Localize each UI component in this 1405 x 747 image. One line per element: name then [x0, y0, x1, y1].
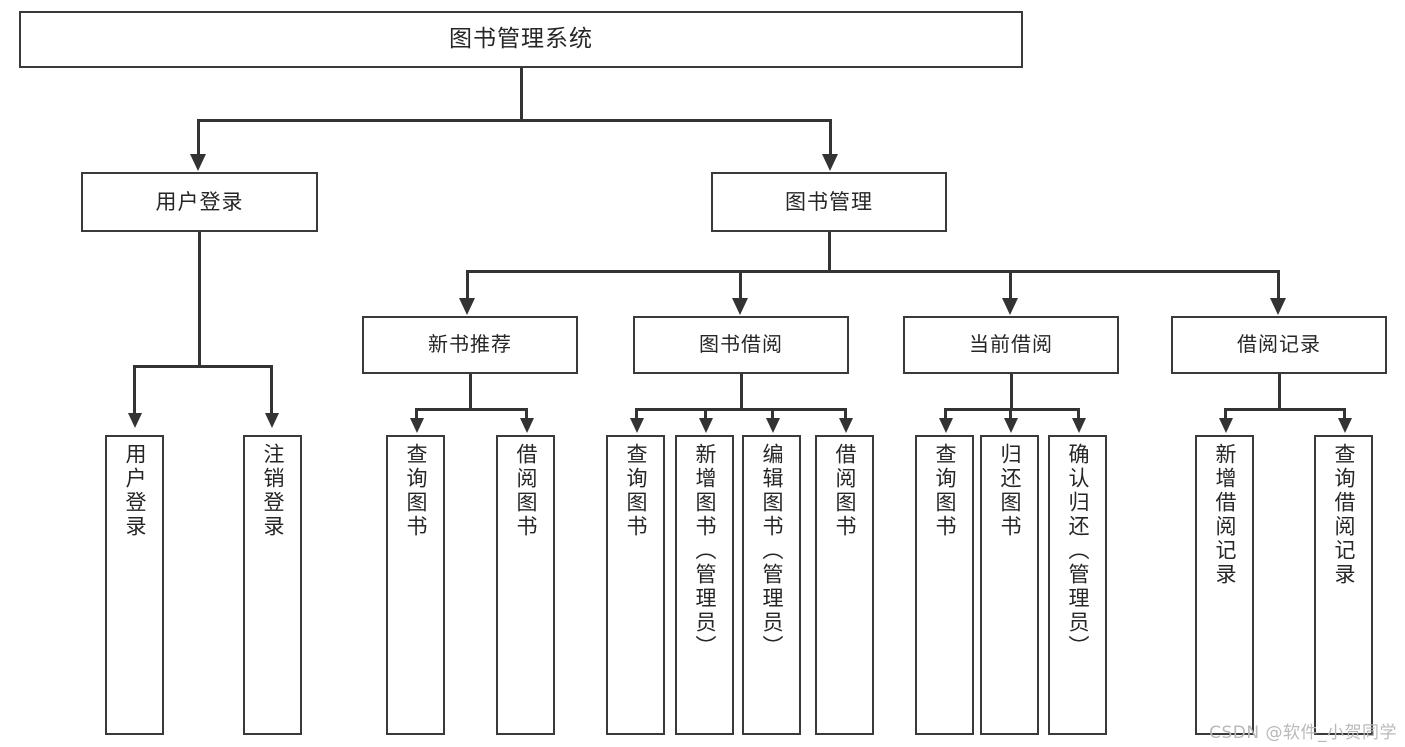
arrowhead-new-book-recommend — [459, 298, 475, 315]
node-new-book-recommend-label: 新书推荐 — [428, 332, 512, 357]
node-user-login-label: 用户登录 — [155, 189, 244, 214]
edge-user-login-drop-1 — [133, 365, 136, 415]
leaf-borrow-book-2[interactable]: 借阅图书 — [815, 435, 874, 735]
edge-br-bus — [1224, 408, 1346, 411]
arrowhead-leaf-logout — [265, 413, 279, 428]
edge-user-login-drop-2 — [270, 365, 273, 415]
arrowhead-nbr-leaf-2 — [520, 418, 534, 433]
arrowhead-book-manage — [822, 154, 838, 171]
edge-cb-drop-1 — [944, 408, 947, 420]
edge-book-manage-bus — [466, 270, 1278, 273]
leaf-add-book[interactable]: 新增图书（管理员） — [675, 435, 734, 735]
leaf-query-record-label: 查询借阅记录 — [1332, 443, 1356, 587]
leaf-query-book-1-label: 查询图书 — [404, 443, 428, 539]
node-borrow-record-label: 借阅记录 — [1237, 332, 1321, 357]
node-book-borrow[interactable]: 图书借阅 — [633, 316, 849, 374]
node-new-book-recommend[interactable]: 新书推荐 — [362, 316, 578, 374]
arrowhead-leaf-user-login — [128, 413, 142, 428]
leaf-logout[interactable]: 注销登录 — [243, 435, 302, 735]
arrowhead-br-leaf-1 — [1219, 418, 1233, 433]
arrowhead-br-leaf-2 — [1338, 418, 1352, 433]
node-book-borrow-label: 图书借阅 — [699, 332, 783, 357]
leaf-add-book-label: 新增图书（管理员） — [693, 443, 717, 659]
edge-nbr-bus — [415, 408, 528, 411]
leaf-logout-label: 注销登录 — [261, 443, 285, 539]
arrowhead-book-borrow — [732, 298, 748, 315]
leaf-query-book-2-label: 查询图书 — [624, 443, 648, 539]
node-borrow-record[interactable]: 借阅记录 — [1171, 316, 1387, 374]
leaf-confirm-return[interactable]: 确认归还（管理员） — [1048, 435, 1107, 735]
leaf-query-record[interactable]: 查询借阅记录 — [1314, 435, 1373, 735]
edge-bm-drop-2 — [739, 270, 742, 300]
watermark-text: CSDN @软件_小贺同学 — [1209, 723, 1397, 743]
leaf-query-book-3[interactable]: 查询图书 — [915, 435, 974, 735]
node-user-login[interactable]: 用户登录 — [81, 172, 318, 232]
edge-cb-drop-2 — [1009, 408, 1012, 420]
leaf-return-book-label: 归还图书 — [998, 443, 1022, 539]
leaf-borrow-book-2-label: 借阅图书 — [833, 443, 857, 539]
node-current-borrow-label: 当前借阅 — [969, 332, 1053, 357]
edge-nbr-drop-2 — [525, 408, 528, 420]
edge-bb-drop-3 — [771, 408, 774, 420]
arrowhead-current-borrow — [1002, 298, 1018, 315]
arrowhead-cb-leaf-2 — [1004, 418, 1018, 433]
edge-user-login-bus — [133, 365, 272, 368]
edge-nbr-stem — [469, 374, 472, 408]
edge-root-stem — [520, 68, 523, 119]
edge-book-manage-stem — [828, 232, 831, 270]
edge-cb-drop-3 — [1077, 408, 1080, 420]
node-book-manage-label: 图书管理 — [785, 189, 873, 214]
arrowhead-cb-leaf-3 — [1072, 418, 1086, 433]
leaf-query-book-2[interactable]: 查询图书 — [606, 435, 665, 735]
leaf-edit-book[interactable]: 编辑图书（管理员） — [742, 435, 801, 735]
edge-root-to-book-manage — [829, 119, 832, 156]
edge-bb-bus — [635, 408, 847, 411]
edge-bm-drop-1 — [466, 270, 469, 300]
arrowhead-borrow-record — [1270, 298, 1286, 315]
edge-br-drop-1 — [1224, 408, 1227, 420]
node-current-borrow[interactable]: 当前借阅 — [903, 316, 1119, 374]
arrowhead-bb-leaf-2 — [699, 418, 713, 433]
edge-root-bus — [197, 119, 832, 122]
edge-user-login-stem — [198, 232, 201, 365]
edge-bm-drop-3 — [1009, 270, 1012, 300]
edge-bm-drop-4 — [1277, 270, 1280, 300]
leaf-query-book-3-label: 查询图书 — [933, 443, 957, 539]
edge-cb-stem — [1010, 374, 1013, 408]
node-root[interactable]: 图书管理系统 — [19, 11, 1023, 68]
node-book-manage[interactable]: 图书管理 — [711, 172, 947, 232]
arrowhead-nbr-leaf-1 — [410, 418, 424, 433]
leaf-borrow-book-1-label: 借阅图书 — [514, 443, 538, 539]
arrowhead-cb-leaf-1 — [939, 418, 953, 433]
leaf-query-book-1[interactable]: 查询图书 — [386, 435, 445, 735]
leaf-user-login[interactable]: 用户登录 — [105, 435, 164, 735]
edge-bb-drop-2 — [704, 408, 707, 420]
arrowhead-user-login — [190, 154, 206, 171]
arrowhead-bb-leaf-4 — [839, 418, 853, 433]
edge-bb-stem — [740, 374, 743, 408]
leaf-edit-book-label: 编辑图书（管理员） — [760, 443, 784, 659]
leaf-add-record[interactable]: 新增借阅记录 — [1195, 435, 1254, 735]
edge-nbr-drop-1 — [415, 408, 418, 420]
leaf-confirm-return-label: 确认归还（管理员） — [1066, 443, 1090, 659]
edge-br-drop-2 — [1343, 408, 1346, 420]
leaf-return-book[interactable]: 归还图书 — [980, 435, 1039, 735]
edge-bb-drop-1 — [635, 408, 638, 420]
leaf-borrow-book-1[interactable]: 借阅图书 — [496, 435, 555, 735]
leaf-user-login-label: 用户登录 — [123, 443, 147, 539]
edge-bb-drop-4 — [844, 408, 847, 420]
arrowhead-bb-leaf-3 — [766, 418, 780, 433]
edge-root-to-user-login — [197, 119, 200, 156]
edge-br-stem — [1278, 374, 1281, 408]
arrowhead-bb-leaf-1 — [630, 418, 644, 433]
leaf-add-record-label: 新增借阅记录 — [1213, 443, 1237, 587]
node-root-label: 图书管理系统 — [449, 25, 593, 52]
